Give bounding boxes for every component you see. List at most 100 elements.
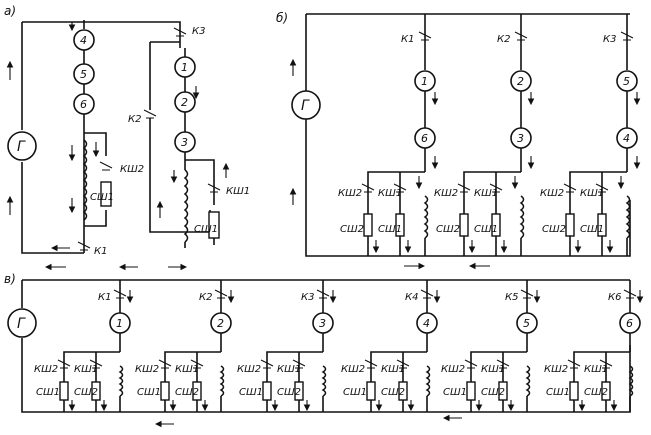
generator-b-label: Г <box>301 98 310 114</box>
b-group-2-resistor-csh1 <box>491 213 501 237</box>
current-arrows-b <box>289 58 490 270</box>
c-branch-2-csh2-label: СШ2 <box>175 387 199 398</box>
b-group-2-csh1-label: СШ1 <box>474 224 498 235</box>
contactor-k2-a-label: К2 <box>128 114 141 125</box>
c-branch-6-ksh1-label: КШ1 <box>584 364 608 375</box>
c-branch-6-motor-label: 6 <box>626 317 633 330</box>
part-label-c: в) <box>4 272 16 286</box>
contactor-k3-a-label: К3 <box>192 26 205 37</box>
c-branch-3-contactor-symbol <box>316 289 330 299</box>
b-group-3-csh1-label: СШ1 <box>580 224 604 235</box>
motor-a-3-label: 3 <box>181 136 188 149</box>
motor-a-6 <box>73 93 95 115</box>
b-group-2-ksh1-symbol <box>489 183 503 193</box>
generator-a <box>7 131 37 161</box>
generator-c <box>7 308 37 338</box>
c-branch-4-motor-label: 4 <box>423 317 430 330</box>
c-branch-2-contactor-symbol <box>214 289 228 299</box>
b-group-1-ksh1-label: КШ1 <box>378 188 402 199</box>
b-group-1-ksh2-label: КШ2 <box>338 188 362 199</box>
b-group-1-csh1-label: СШ1 <box>378 224 402 235</box>
b-group-3-motor-top-label: 5 <box>623 75 630 88</box>
b-group-2-ksh2-symbol <box>457 183 471 193</box>
c-branch-4-contactor-label: К4 <box>405 292 418 303</box>
b-group-2-motor-top-label: 2 <box>517 75 524 88</box>
c-branch-1-field-coil <box>118 365 124 397</box>
c-branch-3-contactor-label: К3 <box>301 292 314 303</box>
field-coil-a-right <box>183 169 189 243</box>
c-branch-1-csh2-label: СШ2 <box>74 387 98 398</box>
motor-a-6-label: 6 <box>80 98 87 111</box>
c-branch-5-ksh2-symbol <box>464 359 478 369</box>
c-branch-4-csh2-label: СШ2 <box>381 387 405 398</box>
b-group-2-ksh1-label: КШ1 <box>474 188 498 199</box>
c-branch-6-contactor-symbol <box>623 289 637 299</box>
c-branch-5-ksh2-label: КШ2 <box>441 364 465 375</box>
c-branch-1-resistor-csh2 <box>91 381 101 401</box>
b-group-1-motor-top-label: 1 <box>421 75 428 88</box>
c-branch-5-csh2-label: СШ2 <box>481 387 505 398</box>
contactor-k3-a-symbol <box>173 27 187 37</box>
part-label-a: а) <box>4 4 16 18</box>
current-arrows-c <box>154 414 462 428</box>
b-group-3-resistor-csh2 <box>565 213 575 237</box>
shunt-contactor-ksh1-a-symbol <box>207 183 221 193</box>
c-branch-1-motor-label: 1 <box>116 317 123 330</box>
b-group-2-field-coil <box>519 195 525 239</box>
c-branch-2-resistor-csh2 <box>192 381 202 401</box>
b-group-2-ksh2-label: КШ2 <box>434 188 458 199</box>
shunt-contactor-ksh2-a-symbol <box>99 161 113 171</box>
c-branch-3-resistor-csh1 <box>262 381 272 401</box>
c-branch-3-csh1-label: СШ1 <box>239 387 263 398</box>
c-branch-4-ksh1-label: КШ1 <box>381 364 405 375</box>
c-branch-5-contactor-label: К5 <box>505 292 518 303</box>
generator-c-label: Г <box>17 316 26 332</box>
c-branch-3-ksh2-symbol <box>260 359 274 369</box>
part-label-b: б) <box>276 11 288 25</box>
c-branch-5-field-coil <box>525 365 531 397</box>
c-branch-3-resistor-csh2 <box>294 381 304 401</box>
c-branch-1-contactor-symbol <box>113 289 127 299</box>
c-branch-2-motor-label: 2 <box>217 317 224 330</box>
c-branch-1-resistor-csh1 <box>59 381 69 401</box>
c-branch-4-ksh2-label: КШ2 <box>341 364 365 375</box>
c-branch-2-ksh2-symbol <box>158 359 172 369</box>
c-branch-4-ksh2-symbol <box>364 359 378 369</box>
generator-a-label: Г <box>17 139 26 155</box>
b-group-3-contactor-label: К3 <box>603 34 616 45</box>
c-branch-6-field-coil <box>628 365 634 397</box>
c-branch-5-contactor-symbol <box>520 289 534 299</box>
b-group-2-motor-bottom-label: 3 <box>517 132 524 145</box>
b-group-3-field-coil <box>625 195 631 239</box>
b-group-1-resistor-csh1 <box>395 213 405 237</box>
b-group-1-contactor-symbol <box>418 31 432 41</box>
c-branch-2-csh1-label: СШ1 <box>137 387 161 398</box>
contactor-k1-a-symbol <box>77 241 91 251</box>
b-group-1-csh2-label: СШ2 <box>340 224 364 235</box>
current-arrows-a <box>6 22 230 271</box>
generator-b <box>291 90 321 120</box>
c-branch-5-ksh1-label: КШ1 <box>481 364 505 375</box>
c-branch-5-motor-label: 5 <box>523 317 530 330</box>
c-branch-6-ksh2-label: КШ2 <box>544 364 568 375</box>
motor-a-2-label: 2 <box>181 96 188 109</box>
resistor-csh1-a-left <box>100 181 112 207</box>
c-branch-2-ksh1-symbol <box>190 359 204 369</box>
c-branch-3-csh2-label: СШ2 <box>277 387 301 398</box>
panel-c: в) Г <box>4 272 631 428</box>
c-branch-1-csh1-label: СШ1 <box>36 387 60 398</box>
c-branch-6-ksh1-symbol <box>599 359 613 369</box>
b-group-3-ksh2-label: КШ2 <box>540 188 564 199</box>
c-branch-1-contactor-label: К1 <box>98 292 111 303</box>
c-branch-6-resistor-csh2 <box>601 381 611 401</box>
c-branch-3-motor-label: 3 <box>319 317 326 330</box>
c-branch-3-field-coil <box>321 365 327 397</box>
b-group-1-contactor-label: К1 <box>401 34 414 45</box>
panel-a: а) К3 Г 4 5 6 КШ2 СШ1 К2 1 2 <box>4 4 250 271</box>
c-branch-4-field-coil <box>425 365 431 397</box>
panel-b: б) Г <box>276 11 631 270</box>
motor-a-1-label: 1 <box>181 61 188 74</box>
b-group-1-motor-bottom-label: 6 <box>421 132 428 145</box>
c-branch-6-ksh2-symbol <box>567 359 581 369</box>
